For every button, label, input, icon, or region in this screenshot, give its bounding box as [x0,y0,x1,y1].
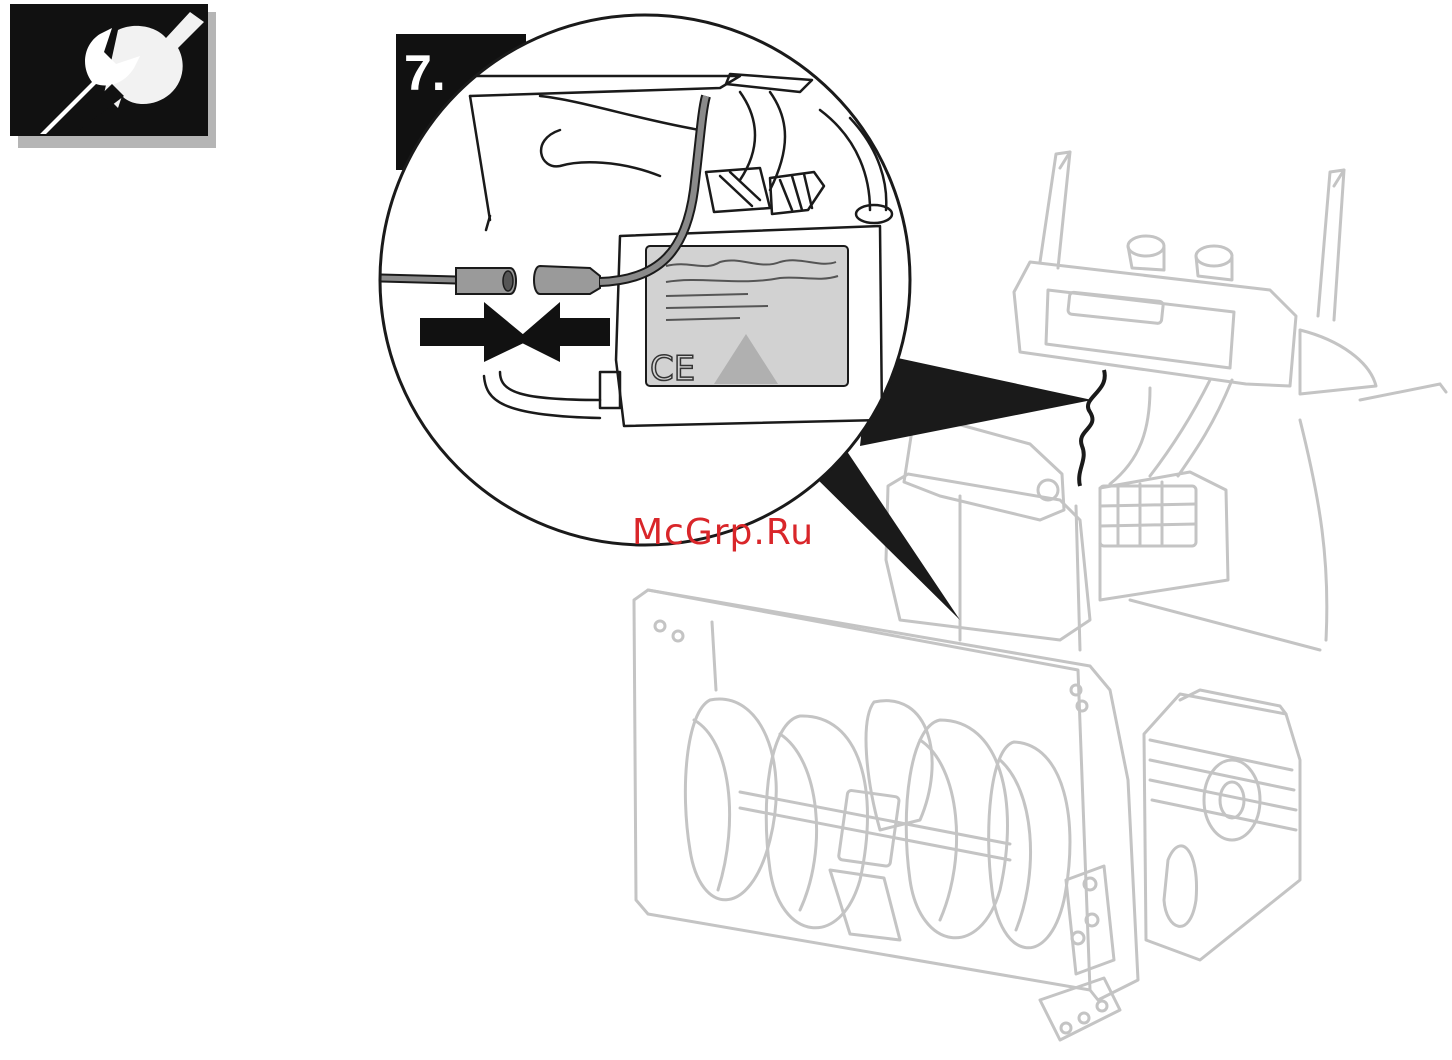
zoom-detail-circle: CE [380,15,910,545]
left-handle-bar [1040,152,1070,268]
watermark-text: McGrp.Ru [632,512,814,553]
ce-mark: CE [650,349,695,389]
wire-highlight [1079,370,1105,486]
module-label: CE [646,246,848,389]
right-handle-bar [1318,170,1344,320]
step-number: 7. [404,45,446,101]
auger-blade-1 [685,699,776,900]
wrench-icon [10,4,216,148]
